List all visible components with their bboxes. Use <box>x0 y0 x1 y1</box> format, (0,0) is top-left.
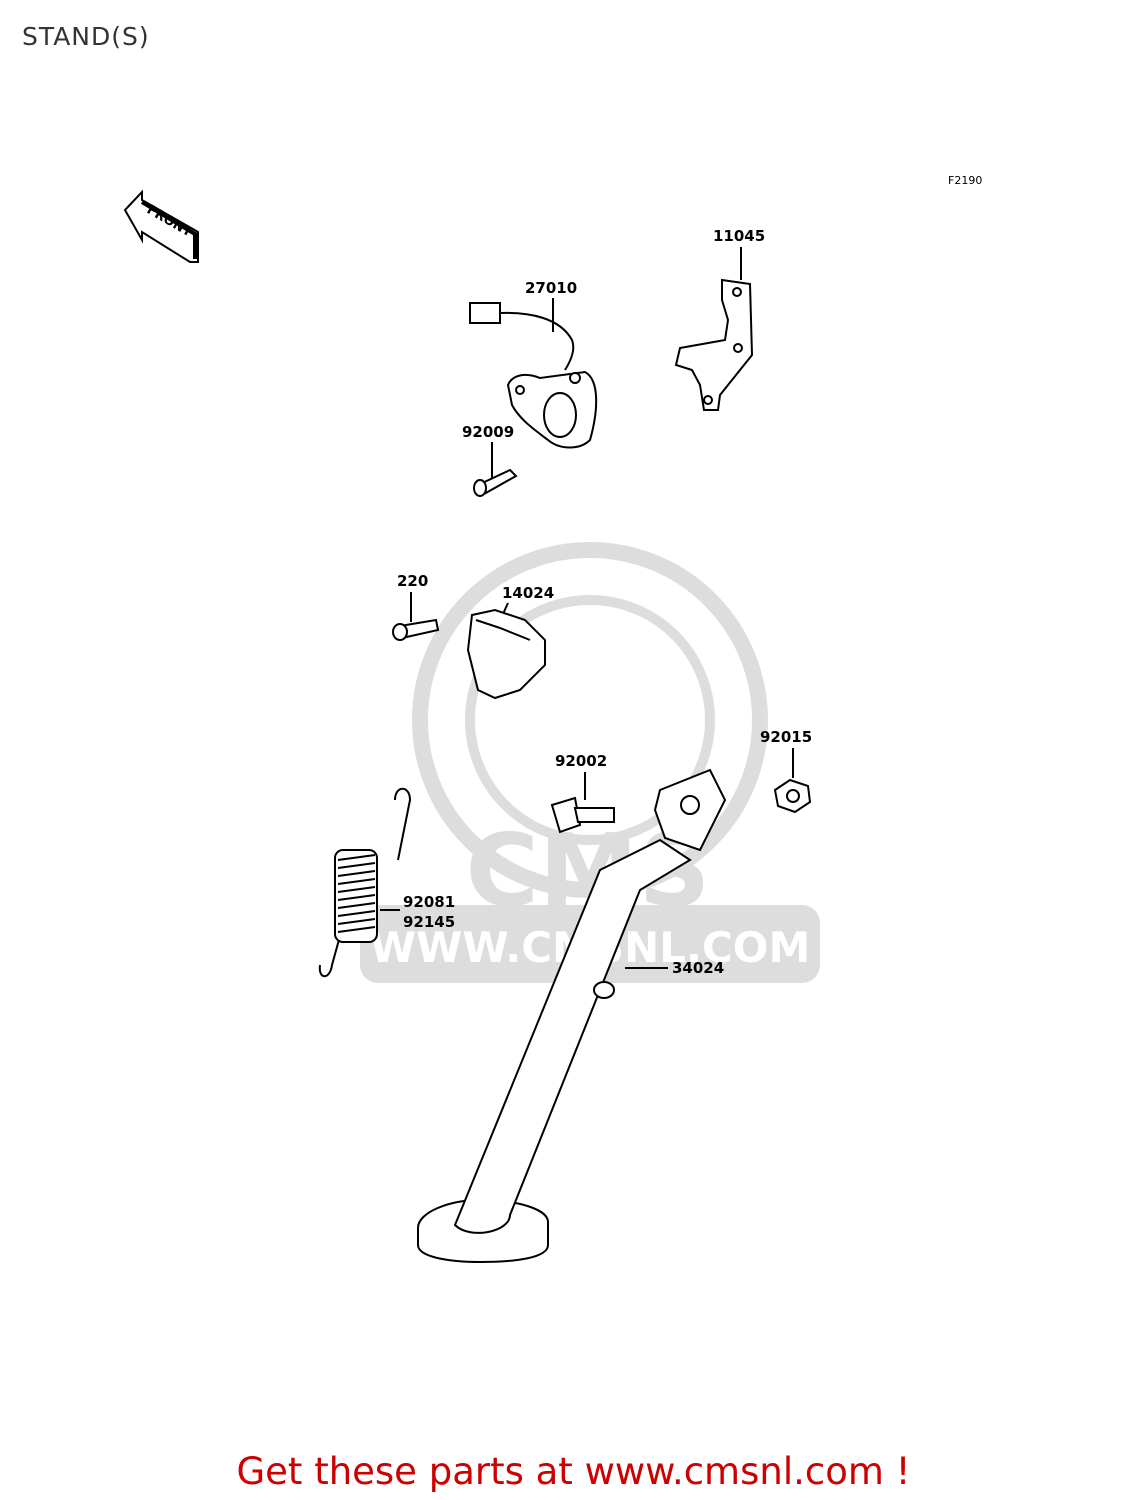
label-92145: 92145 <box>403 913 455 931</box>
part-11045-bracket <box>674 247 754 411</box>
label-92081: 92081 <box>403 893 455 911</box>
label-14024: 14024 <box>502 584 554 602</box>
part-92002-bolt <box>550 772 615 834</box>
page-title: STAND(S) <box>22 22 150 51</box>
label-34024: 34024 <box>672 959 724 977</box>
label-92015: 92015 <box>760 728 812 746</box>
label-92009: 92009 <box>462 423 514 441</box>
part-92081-spring <box>318 787 412 978</box>
part-34024-side-stand <box>417 768 727 1264</box>
footer-cta-link[interactable]: Get these parts at www.cmsnl.com ! <box>236 1450 911 1493</box>
label-27010: 27010 <box>525 279 577 297</box>
figure-code: F2190 <box>948 174 982 187</box>
part-14024-cover <box>466 602 546 700</box>
label-220: 220 <box>397 572 428 590</box>
part-220-bolt <box>392 592 440 641</box>
label-11045: 11045 <box>713 227 765 245</box>
part-27010-switch <box>469 298 598 449</box>
part-92009-screw <box>473 442 518 497</box>
label-92002: 92002 <box>555 752 607 770</box>
front-direction-arrow: FRONT <box>123 189 199 263</box>
part-92015-nut <box>773 748 812 814</box>
